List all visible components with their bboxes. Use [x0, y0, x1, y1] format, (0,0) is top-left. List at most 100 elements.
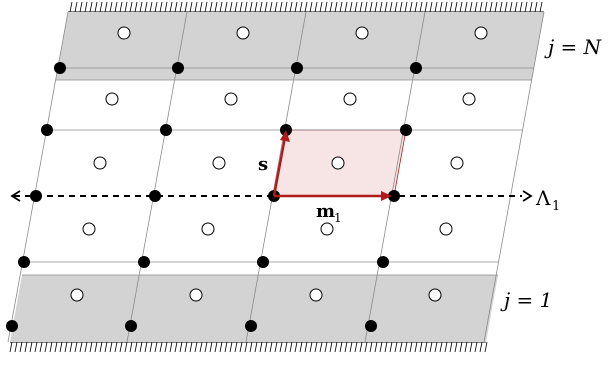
hatch-mark	[289, 341, 293, 353]
hatch-mark	[174, 341, 178, 353]
hatch-mark	[389, 341, 393, 353]
hatch-mark	[204, 341, 208, 353]
hatch-mark	[154, 341, 158, 353]
hatch-mark	[69, 1, 73, 13]
hatch-mark	[194, 1, 198, 13]
hatch-mark	[314, 1, 318, 13]
hatch-mark	[299, 341, 303, 353]
hatch-mark	[9, 341, 13, 353]
hatch-mark	[329, 341, 333, 353]
hatch-mark	[69, 341, 73, 353]
hatch-mark	[519, 1, 523, 13]
hatch-mark	[149, 1, 153, 13]
hatch-mark	[504, 1, 508, 13]
hatch-mark	[109, 341, 113, 353]
hatch-mark	[464, 1, 468, 13]
hatch-mark	[454, 1, 458, 13]
hatch-mark	[259, 341, 263, 353]
hatch-mark	[509, 1, 513, 13]
hatch-mark	[124, 341, 128, 353]
hatch-mark	[369, 1, 373, 13]
hatch-mark	[149, 341, 153, 353]
hatch-mark	[254, 1, 258, 13]
hatch-mark	[339, 341, 343, 353]
arrow-right-icon	[522, 190, 533, 202]
hatch-mark	[129, 1, 133, 13]
hatch-mark	[184, 1, 188, 13]
hatch-mark	[404, 1, 408, 13]
cell-site-circle	[105, 92, 119, 106]
hatch-mark	[284, 1, 288, 13]
lattice-node-dot	[388, 190, 400, 202]
cell-sites	[70, 26, 488, 302]
hatch-mark	[224, 341, 228, 353]
lattice-node-dot	[149, 190, 161, 202]
hatch-mark	[399, 341, 403, 353]
hatch-mark	[89, 1, 93, 13]
lattice-node-dot	[291, 62, 303, 74]
hatch-mark	[129, 341, 133, 353]
hatch-mark	[229, 1, 233, 13]
hatch-mark	[59, 341, 63, 353]
hatch-mark	[429, 1, 433, 13]
hatch-mark	[219, 341, 223, 353]
hatch-mark	[209, 1, 213, 13]
hatch-mark	[294, 341, 298, 353]
hatch-mark	[394, 341, 398, 353]
hatch-mark	[89, 341, 93, 353]
cell-site-circle	[82, 222, 96, 236]
label-vector-s: s	[258, 154, 268, 175]
label-j-equals-n: j = N	[544, 35, 603, 59]
hatch-mark	[159, 1, 163, 13]
hatch-mark	[164, 341, 168, 353]
hatch-mark	[284, 341, 288, 353]
hatch-mark	[124, 1, 128, 13]
hatch-mark	[239, 341, 243, 353]
hatch-mark	[479, 1, 483, 13]
lattice-node-dot	[245, 320, 257, 332]
hatch-mark	[104, 1, 108, 13]
hatch-mark	[439, 341, 443, 353]
hatch-mark	[304, 1, 308, 13]
cell-site-circle	[450, 156, 464, 170]
hatch-mark	[434, 341, 438, 353]
cell-site-circle	[331, 156, 345, 170]
hatch-mark	[49, 341, 53, 353]
hatch-mark	[334, 1, 338, 13]
hatch-mark	[319, 341, 323, 353]
hatch-mark	[259, 1, 263, 13]
cell-site-circle	[320, 222, 334, 236]
hatch-mark	[104, 341, 108, 353]
lattice-node-dot	[6, 320, 18, 332]
hatch-mark	[19, 341, 23, 353]
hatch-mark	[269, 341, 273, 353]
hatch-mark	[359, 341, 363, 353]
cell-site-circle	[189, 288, 203, 302]
hatch-mark	[359, 1, 363, 13]
hatch-mark	[14, 341, 18, 353]
hatch-mark	[94, 1, 98, 13]
hatch-mark	[434, 1, 438, 13]
hatch-mark	[299, 1, 303, 13]
cell-site-circle	[201, 222, 215, 236]
arrow-left-icon	[10, 190, 21, 202]
cell-site-circle	[236, 26, 250, 40]
hatch-mark	[344, 1, 348, 13]
hatch-mark	[354, 1, 358, 13]
hatch-mark	[404, 341, 408, 353]
hatch-mark	[369, 341, 373, 353]
hatch-mark	[84, 341, 88, 353]
lattice-node-dot	[400, 124, 412, 136]
cell-site-circle	[212, 156, 226, 170]
hatch-mark	[394, 1, 398, 13]
hatch-mark	[499, 1, 503, 13]
lattice-node-dot	[377, 256, 389, 268]
lattice-node-dot	[125, 320, 137, 332]
cell-site-circle	[309, 288, 323, 302]
hatch-mark	[379, 1, 383, 13]
hatch-mark	[364, 341, 368, 353]
hatch-mark	[524, 1, 528, 13]
lattice-node-dot	[365, 320, 377, 332]
hatch-mark	[269, 1, 273, 13]
cell-site-circle	[224, 92, 238, 106]
